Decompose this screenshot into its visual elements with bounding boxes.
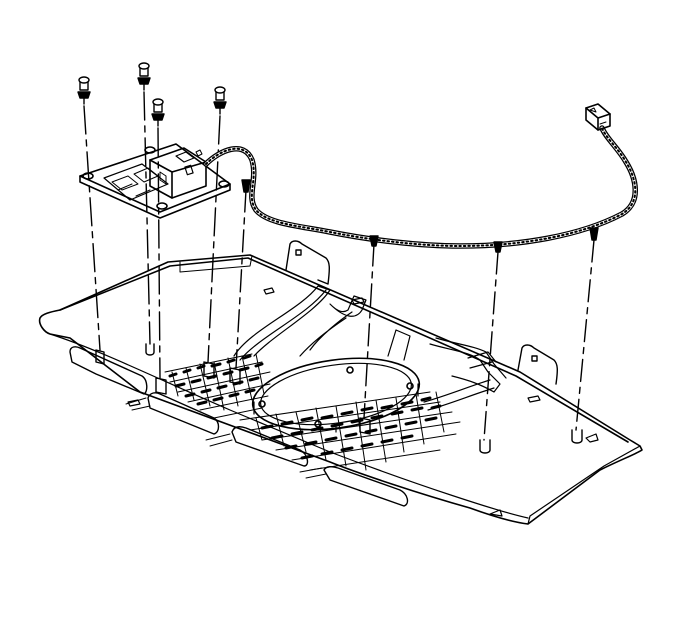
surface-slots — [127, 287, 599, 517]
interior-rib-grid-lower — [239, 391, 461, 471]
center-opening-ring — [251, 357, 421, 433]
wiring-harness — [203, 125, 638, 249]
push-pin-fasteners — [77, 62, 227, 127]
rear-mounting-tabs — [285, 240, 559, 385]
electrical-module — [149, 147, 207, 199]
push-pin-3 — [151, 98, 165, 127]
push-pin-1 — [77, 76, 91, 105]
assembly-leader-lines — [83, 91, 595, 441]
mounting-bracket — [79, 143, 231, 219]
harness-connector — [585, 103, 611, 131]
push-pin-4 — [213, 86, 227, 115]
harness-retainer-clips — [241, 179, 599, 253]
push-pin-2 — [137, 62, 151, 91]
fastener-bosses — [95, 343, 583, 454]
